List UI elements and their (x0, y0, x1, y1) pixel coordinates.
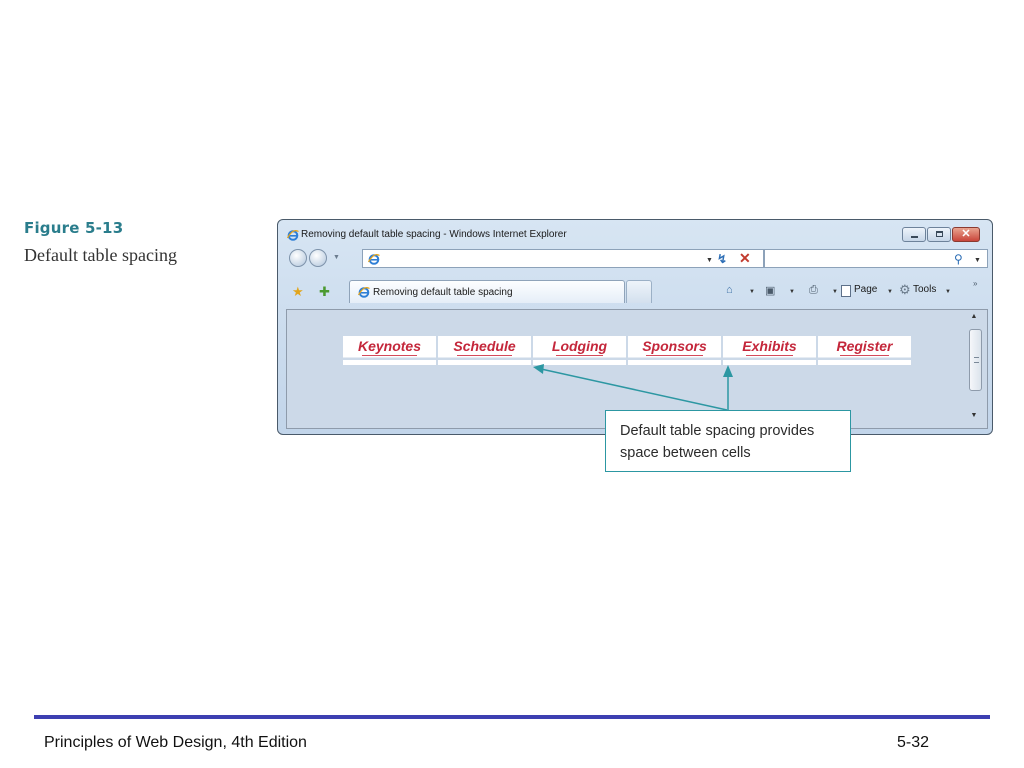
search-input[interactable] (769, 251, 949, 266)
link-exhibits[interactable]: Exhibits (742, 338, 797, 356)
feeds-dropdown-icon[interactable]: ▼ (789, 289, 795, 295)
table-cell (628, 360, 721, 365)
tools-gear-icon[interactable]: ⚙ (899, 282, 911, 297)
back-button[interactable] (289, 249, 307, 267)
table-cell: Sponsors (628, 336, 721, 358)
link-lodging[interactable]: Lodging (552, 338, 607, 356)
maximize-button[interactable] (927, 227, 951, 242)
table-cell: Lodging (533, 336, 626, 358)
print-icon[interactable]: ⎙ (809, 284, 818, 296)
link-keynotes[interactable]: Keynotes (358, 338, 421, 356)
page-dropdown-icon[interactable]: ▼ (887, 289, 893, 295)
link-text: Lodging (551, 338, 608, 354)
close-button[interactable]: ✕ (952, 227, 980, 242)
table-cell (438, 360, 531, 365)
link-sponsors[interactable]: Sponsors (642, 338, 707, 356)
feeds-icon[interactable]: ▣ (765, 285, 776, 297)
table-row (343, 360, 911, 365)
print-dropdown-icon[interactable]: ▼ (832, 289, 838, 295)
tab-bar: ★ ✚ Removing default table spacing ⌂ ▼ ▣… (278, 278, 992, 305)
new-tab-button[interactable] (626, 280, 652, 303)
page-icon[interactable] (841, 285, 851, 297)
title-bar: Removing default table spacing - Windows… (278, 220, 992, 242)
add-favorite-icon[interactable]: ✚ (319, 284, 330, 299)
callout-line-2: space between cells (620, 445, 751, 461)
navigation-bar: ▼ ▼ ↯ ✕ ⚲ ▼ (278, 244, 992, 270)
link-register[interactable]: Register (836, 338, 893, 356)
address-dropdown-icon[interactable]: ▼ (706, 257, 713, 264)
scroll-down-icon[interactable]: ▼ (970, 412, 978, 419)
tools-menu[interactable]: Tools (913, 284, 937, 295)
search-options-dropdown-icon[interactable]: ▼ (974, 257, 981, 264)
address-input[interactable] (385, 251, 685, 266)
table-cell: Register (818, 336, 911, 358)
link-text: Register (836, 338, 893, 354)
page-menu[interactable]: Page (854, 284, 878, 295)
callout-line-1: Default table spacing provides (620, 423, 815, 439)
tab-removing-default-table-spacing[interactable]: Removing default table spacing (349, 280, 625, 303)
link-text: Sponsors (642, 338, 707, 354)
table-cell (533, 360, 626, 365)
scroll-up-icon[interactable]: ▲ (970, 313, 978, 320)
footer-title: Principles of Web Design, 4th Edition (44, 734, 307, 751)
navigation-table: Keynotes Schedule Lodging Sponsors Exhib… (341, 334, 913, 367)
stop-icon[interactable]: ✕ (739, 250, 751, 266)
link-text: Schedule (453, 338, 516, 354)
search-icon[interactable]: ⚲ (954, 252, 963, 266)
link-underline (361, 355, 418, 356)
scroll-thumb[interactable] (969, 329, 982, 391)
footer-rule (34, 715, 990, 719)
tab-label: Removing default table spacing (373, 287, 513, 298)
page-ie-icon (368, 253, 380, 265)
grip-icon (974, 357, 979, 363)
figure-caption: Default table spacing (24, 245, 177, 265)
chevron-more-icon[interactable]: » (973, 279, 978, 288)
tools-dropdown-icon[interactable]: ▼ (945, 289, 951, 295)
link-underline (746, 355, 793, 356)
table-row: Keynotes Schedule Lodging Sponsors Exhib… (343, 336, 911, 358)
search-box[interactable] (764, 249, 988, 268)
home-icon[interactable]: ⌂ (726, 284, 733, 296)
refresh-icon[interactable]: ↯ (717, 252, 728, 266)
home-dropdown-icon[interactable]: ▼ (749, 289, 755, 295)
minimize-button[interactable] (902, 227, 926, 242)
ie-logo-icon (287, 229, 299, 241)
link-schedule[interactable]: Schedule (453, 338, 516, 356)
browser-window: Removing default table spacing - Windows… (277, 219, 993, 435)
link-text: Exhibits (742, 338, 797, 354)
table-cell: Keynotes (343, 336, 436, 358)
recent-pages-dropdown-icon[interactable]: ▼ (333, 254, 340, 261)
link-underline (457, 355, 512, 356)
link-text: Keynotes (357, 338, 422, 354)
maximize-icon (936, 231, 943, 237)
callout-box: Default table spacing provides space bet… (605, 410, 851, 472)
window-controls: ✕ (902, 227, 980, 242)
link-underline (646, 355, 703, 356)
figure-label: Figure 5-13 (24, 219, 124, 237)
vertical-scrollbar[interactable]: ▲ ▼ (961, 310, 987, 428)
tab-ie-icon (358, 286, 370, 298)
minimize-icon (911, 236, 918, 238)
link-underline (555, 355, 604, 356)
close-icon: ✕ (961, 228, 971, 240)
table-cell: Exhibits (723, 336, 816, 358)
table-cell (723, 360, 816, 365)
forward-button[interactable] (309, 249, 327, 267)
window-title: Removing default table spacing - Windows… (301, 229, 567, 240)
table-cell (818, 360, 911, 365)
table-cell: Schedule (438, 336, 531, 358)
link-underline (840, 355, 889, 356)
page-number: 5-32 (897, 734, 930, 751)
table-cell (343, 360, 436, 365)
favorites-star-icon[interactable]: ★ (292, 284, 304, 299)
address-bar[interactable] (362, 249, 764, 268)
